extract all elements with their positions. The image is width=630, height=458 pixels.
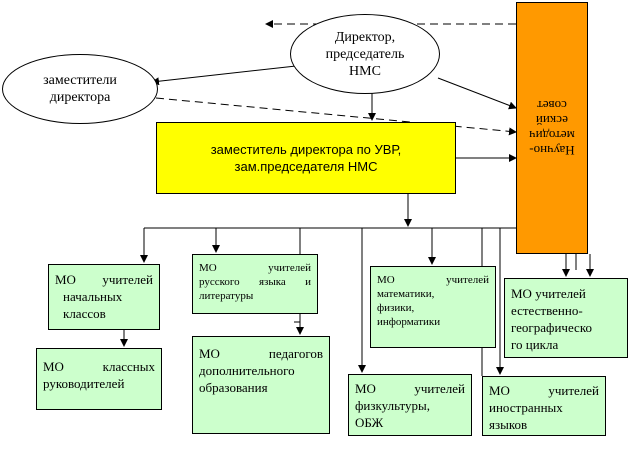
mo-class-line-2: руководителей xyxy=(43,376,125,391)
mo-math-line-3: физики, xyxy=(377,302,415,314)
mo-pe-box: МО учителей физкультуры, ОБЖ xyxy=(348,374,472,436)
mo-class-line-1: МО классных xyxy=(43,359,155,374)
mo-primary-line-2: начальных xyxy=(63,289,123,304)
mo-pe-line-1: МО учителей xyxy=(355,381,465,396)
deputies-line-1: заместители xyxy=(43,73,117,88)
mo-additional-box: МО педагогов дополнительного образования xyxy=(192,336,330,434)
mo-math-line-2: математики, xyxy=(377,288,435,300)
mo-russian-line-1: МО учителей xyxy=(199,262,311,274)
mo-math-line-4: информатики xyxy=(377,316,441,328)
deputies-line-2: директора xyxy=(49,90,111,105)
nms-line-4: совет xyxy=(537,98,567,113)
mo-additional-line-2: дополнительного xyxy=(199,363,295,378)
deputy-uvr-line-1: заместитель директора по УВР, xyxy=(210,142,402,157)
mo-science-line-1: МО учителей xyxy=(511,286,586,301)
director-ellipse: Директор, председатель НМС xyxy=(290,14,440,94)
mo-pe-line-3: ОБЖ xyxy=(355,415,384,430)
mo-languages-box: МО учителей иностранных языков xyxy=(482,376,606,436)
arrow-director-deputies xyxy=(151,65,297,86)
nms-box: Научно- методич еский совет xyxy=(516,2,588,254)
mo-pe-line-2: физкультуры, xyxy=(355,398,430,413)
nms-label: Научно- методич еский совет xyxy=(529,98,575,158)
nms-line-3: еский xyxy=(535,113,569,128)
mo-math-box: МО учителей математики, физики, информат… xyxy=(370,266,496,348)
mo-science-line-3: географическо xyxy=(511,320,592,335)
nms-line-1: Научно- xyxy=(529,143,575,158)
mo-primary-box: МО учителей начальных классов xyxy=(48,264,160,330)
director-line-3: НМС xyxy=(349,63,381,79)
mo-science-line-2: естественно- xyxy=(511,303,583,318)
deputy-uvr-box: заместитель директора по УВР, зам.предсе… xyxy=(156,122,456,194)
arrow-director-nms xyxy=(437,77,517,110)
nms-line-2: методич xyxy=(529,128,575,143)
deputies-ellipse: заместители директора xyxy=(2,54,158,124)
mo-languages-line-3: языков xyxy=(489,417,528,432)
mo-additional-line-3: образования xyxy=(199,380,268,395)
mo-russian-line-2: русского языка и xyxy=(199,276,311,288)
mo-math-line-1: МО учителей xyxy=(377,274,489,286)
mo-primary-line-3: классов xyxy=(63,306,106,321)
mo-additional-line-1: МО педагогов xyxy=(199,346,323,361)
mo-primary-line-1: МО учителей xyxy=(55,272,153,287)
deputy-uvr-line-2: зам.председателя НМС xyxy=(234,159,378,174)
mo-class-box: МО классных руководителей xyxy=(36,348,162,410)
dashed-arrow-deputies-nms xyxy=(155,97,517,136)
mo-russian-box: МО учителей русского языка и литературы xyxy=(192,254,318,314)
mo-science-box: МО учителей естественно- географическо г… xyxy=(504,278,628,358)
director-line-2: председатель xyxy=(325,46,405,62)
mo-russian-line-3: литературы xyxy=(199,290,254,302)
mo-languages-line-2: иностранных xyxy=(489,400,563,415)
mo-science-line-4: го цикла xyxy=(511,337,559,352)
director-line-1: Директор, xyxy=(334,29,396,45)
mo-languages-line-1: МО учителей xyxy=(489,383,599,398)
